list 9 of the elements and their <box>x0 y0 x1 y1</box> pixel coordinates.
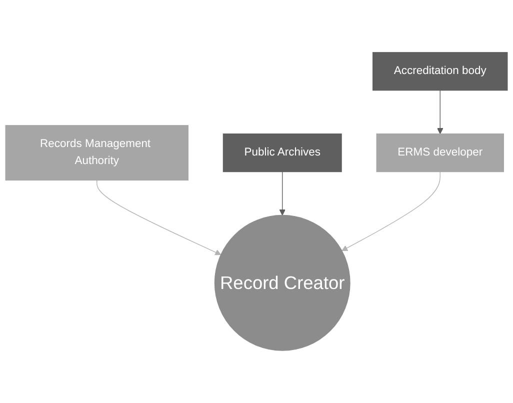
arrow <box>342 171 440 252</box>
node-box: Accreditation body <box>372 52 508 91</box>
arrow <box>279 171 286 216</box>
node-box: ERMS developer <box>376 134 504 172</box>
node-box: Records Management Authority <box>5 125 188 181</box>
node-box: Public Archives <box>222 134 342 172</box>
arrow <box>96 180 222 256</box>
arrow <box>437 90 444 134</box>
node-circle: Record Creator <box>214 214 350 351</box>
